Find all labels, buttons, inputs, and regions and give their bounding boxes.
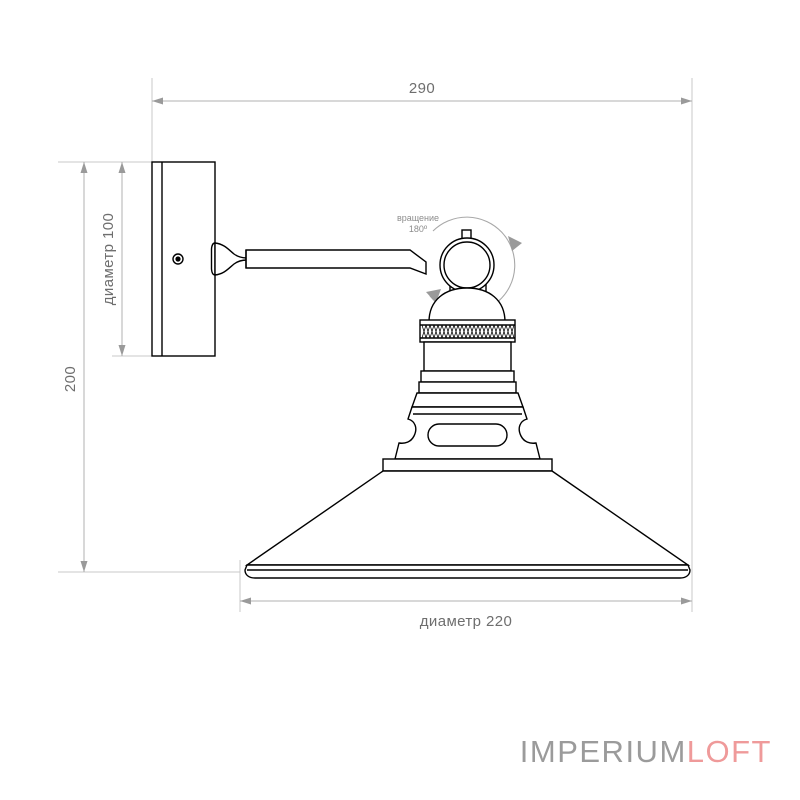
swivel-joint-icon [439, 237, 495, 293]
wall-backplate [151, 161, 216, 357]
gallery-base-plate-icon [382, 458, 553, 472]
imperium-loft-logo: IMPERIUM LOFT [520, 734, 772, 770]
logo-text-imperium: IMPERIUM [519, 734, 687, 769]
arrowhead-bottom-diameter-100 [118, 345, 126, 356]
dimension-height-200: 200 [62, 162, 88, 572]
arm-icon [245, 249, 427, 276]
arm-collar [210, 242, 248, 276]
dimension-label-290: 290 [409, 80, 435, 97]
dimension-backplate-diameter: диаметр 100 [100, 162, 126, 356]
gallery-vent-slot-icon [427, 423, 508, 447]
shade-cone [244, 470, 691, 579]
dimension-290: 290 [152, 80, 692, 105]
rotation-arrow-right-icon [508, 236, 522, 251]
dimension-label-diameter-100: диаметр 100 [100, 213, 117, 305]
dimension-shade-diameter: диаметр 220 [240, 597, 692, 630]
arrowhead-right-diameter-220 [681, 597, 692, 605]
lamp-socket [411, 341, 524, 408]
rotation-note-line1: вращение [397, 213, 439, 223]
dimension-label-200: 200 [62, 366, 79, 392]
arrowhead-top-diameter-100 [118, 162, 126, 173]
screw-hole-center-icon [175, 256, 181, 262]
shade-icon [244, 470, 691, 566]
socket-dome-icon [428, 287, 506, 323]
arrowhead-bottom-200 [80, 561, 88, 572]
logo-text-loft: LOFT [686, 734, 772, 769]
arrowhead-left-290 [152, 97, 163, 105]
socket-ring-2-icon [418, 381, 517, 394]
socket-ring-1-icon [420, 370, 515, 383]
arm-tube [245, 249, 427, 276]
knurled-ring [419, 319, 516, 343]
dimension-label-diameter-220: диаметр 220 [420, 613, 512, 630]
knurl-texture-icon [421, 324, 515, 339]
socket-icon [423, 341, 512, 372]
collar-cap-icon [210, 242, 216, 276]
arrowhead-left-diameter-220 [240, 597, 251, 605]
shade-gallery [382, 406, 553, 472]
collar-icon [214, 242, 248, 276]
socket-ring-3-icon [411, 392, 524, 408]
lamp-fixture-drawing: вращение 180º [151, 161, 691, 579]
rim-icon [244, 564, 691, 579]
socket-dome [428, 287, 506, 323]
arrowhead-right-290 [681, 97, 692, 105]
rotation-note-line2: 180º [409, 224, 428, 234]
arrowhead-top-200 [80, 162, 88, 173]
